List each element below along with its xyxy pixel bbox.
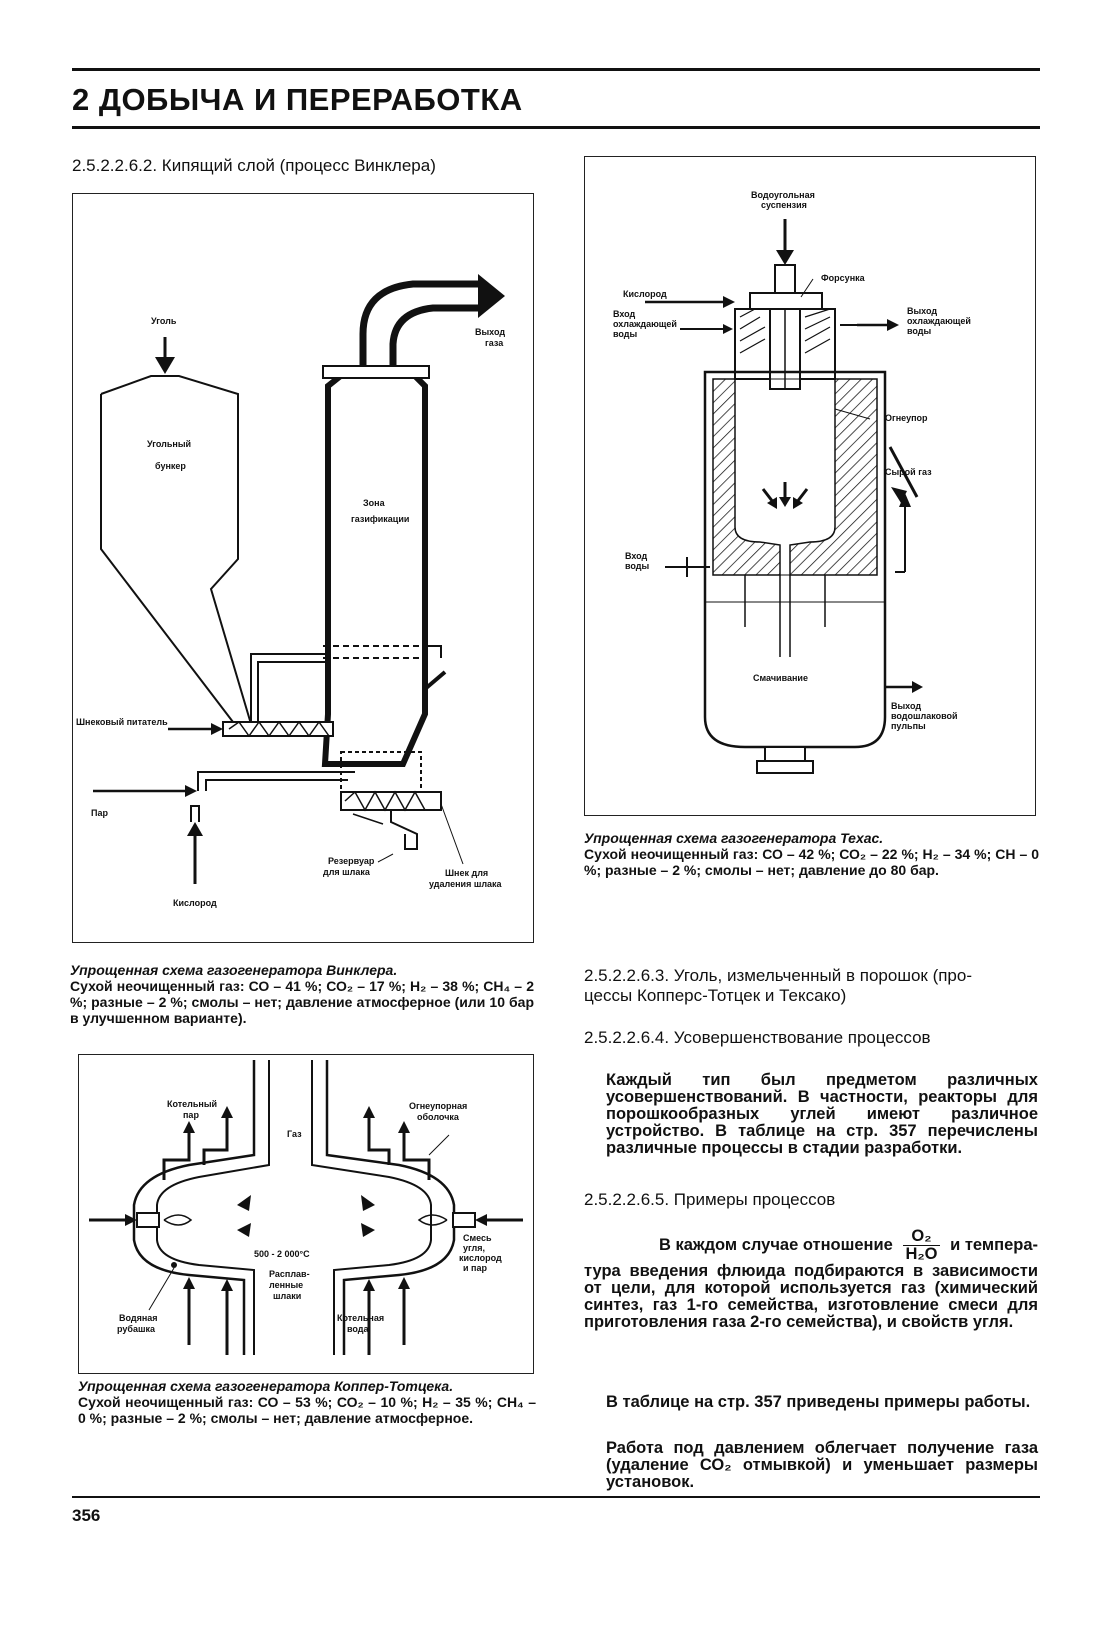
page-number: 356 (72, 1506, 101, 1525)
caption-texaco-text: Сухой неочищенный газ: СО – 42 %; СО₂ – … (584, 846, 1039, 878)
ratio-numerator: O₂ (903, 1228, 940, 1246)
paragraph-pressure: Работа под давлением облегчает получение… (606, 1439, 1038, 1491)
label-raw-gas: Сырой газ (885, 467, 932, 477)
paragraph-ratio-continuation: тура введения флюида подбираются в завис… (584, 1262, 1038, 1331)
label-refractory: Огнеупор (885, 413, 928, 423)
label-wetting: Смачивание (753, 673, 808, 683)
section-heading-examples: 2.5.2.2.6.5. Примеры процессов (584, 1190, 836, 1209)
label-oxygen: Кислород (173, 898, 217, 908)
label-temperature: 500 - 2 000°С (254, 1249, 310, 1259)
caption-winkler-text: Сухой неочищенный газ: СО – 41 %; СО₂ – … (70, 978, 534, 1026)
paragraph-ratio: В каждом случае отношение O₂ H₂O и темпе… (584, 1228, 1038, 1331)
label-steam: Пар (91, 808, 108, 818)
caption-koppers-title: Упрощенная схема газогенератора Коппер-Т… (78, 1378, 454, 1394)
caption-winkler: Упрощенная схема газогенератора Винклера… (70, 962, 534, 1026)
ratio-denominator: H₂O (905, 1245, 938, 1263)
ratio-before-text: В каждом случае отношение (658, 1235, 893, 1254)
section-heading-winkler: 2.5.2.2.6.2. Кипящий слой (процесс Винкл… (72, 156, 436, 175)
label-gas: Газ (287, 1129, 302, 1139)
section-heading-improvement: 2.5.2.2.6.4. Усовершенствование процессо… (584, 1028, 931, 1047)
caption-texaco: Упрощенная схема газогенератора Texac. С… (584, 830, 1039, 878)
caption-texaco-title: Упрощенная схема газогенератора Texac. (584, 830, 884, 846)
label-nozzle: Форсунка (821, 273, 866, 283)
paragraph-improvements: Каждый тип был предметом различных усове… (606, 1071, 1038, 1157)
header-top-rule (72, 68, 1040, 71)
ratio-fraction: O₂ H₂O (903, 1228, 940, 1263)
section-heading-pulverized: 2.5.2.2.6.3. Уголь, измельченный в порош… (584, 966, 973, 1005)
label-screw-feeder: Шнековый питатель (76, 717, 168, 727)
ratio-after-text: и темпера- (950, 1235, 1038, 1254)
caption-koppers: Упрощенная схема газогенератора Коппер-Т… (78, 1378, 536, 1426)
header-bottom-rule (72, 126, 1040, 129)
label-coal: Уголь (151, 316, 177, 326)
caption-winkler-title: Упрощенная схема газогенератора Винклера… (70, 962, 398, 978)
chapter-title: 2 ДОБЫЧА И ПЕРЕРАБОТКА (72, 82, 523, 117)
label-oxygen-texaco: Кислород (623, 289, 667, 299)
paragraph-table-examples: В таблице на стр. 357 приведены примеры … (606, 1393, 1031, 1411)
caption-koppers-text: Сухой неочищенный газ: СО – 53 %; СО₂ – … (78, 1394, 536, 1426)
footer-rule (72, 1496, 1040, 1498)
